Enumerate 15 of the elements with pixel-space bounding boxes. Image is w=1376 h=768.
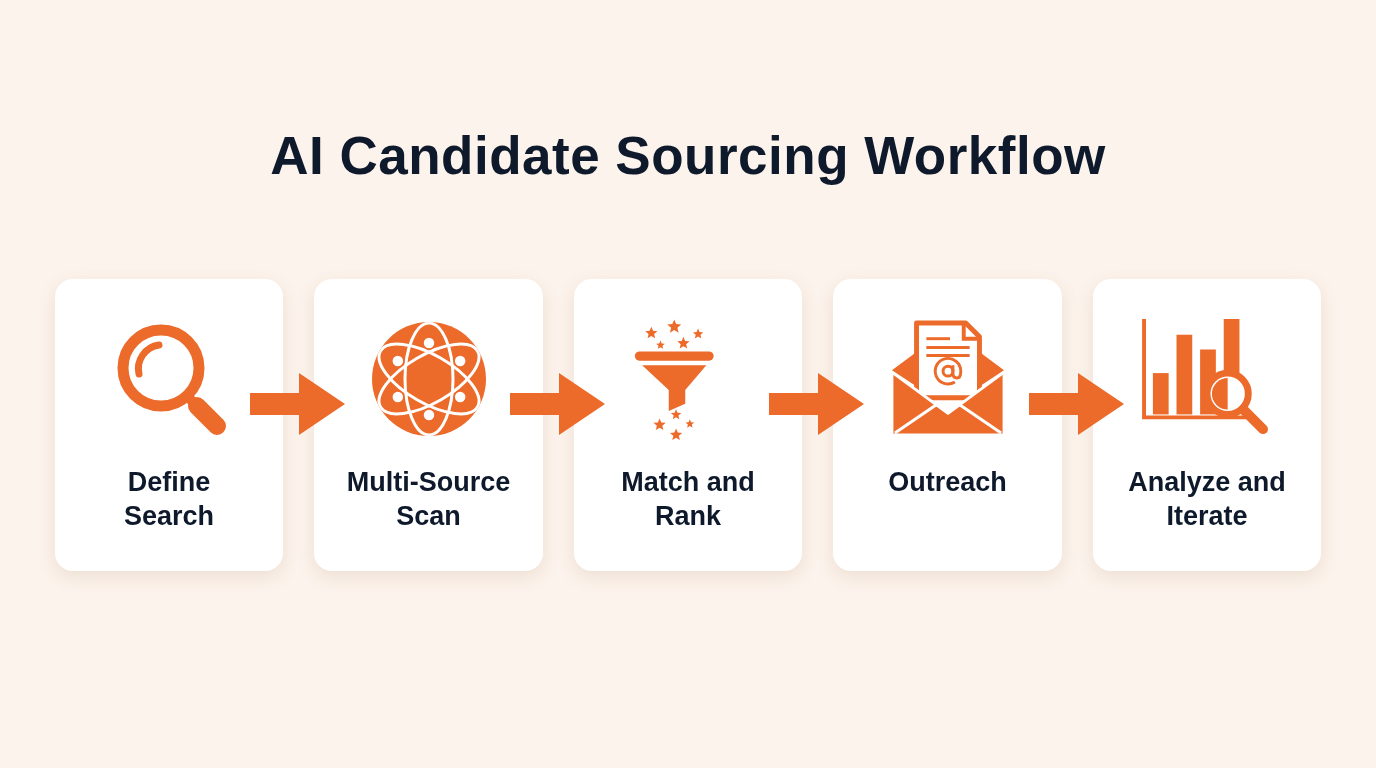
arrow <box>1029 373 1124 435</box>
arrow <box>250 373 345 435</box>
step-label: Match and Rank <box>620 466 756 533</box>
step-card <box>833 279 1062 571</box>
step-label: Analyze and Iterate <box>1127 466 1287 533</box>
arrow <box>769 373 864 435</box>
title: AI Candidate Sourcing Workflow <box>270 125 1106 187</box>
arrow <box>510 373 605 435</box>
step-label: Define Search <box>122 466 216 533</box>
step-card <box>574 279 802 571</box>
step-card <box>55 279 283 571</box>
step-card <box>314 279 543 571</box>
step-label: Outreach <box>888 466 1007 499</box>
step-card <box>1093 279 1321 571</box>
step-label: Multi-Source Scan <box>345 466 512 533</box>
